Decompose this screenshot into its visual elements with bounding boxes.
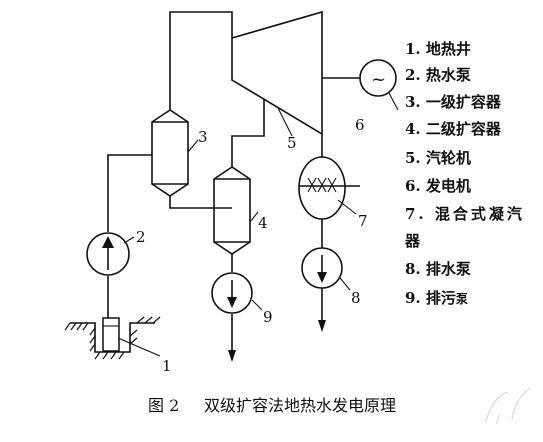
legend-item-4: 4. 二级扩容器	[405, 120, 502, 138]
figure-title: 双级扩容法地热水发电原理	[204, 396, 396, 415]
figure-number: 图 2	[148, 396, 179, 415]
label-1: 1	[162, 357, 172, 375]
steam-turbine	[231, 10, 323, 137]
flash-vessel-stage1	[151, 109, 199, 197]
legend-item-9-main: 9. 排污	[405, 289, 456, 307]
flash-vessel-stage2	[213, 166, 259, 255]
pipe-flash2-steam	[231, 96, 265, 167]
label-8: 8	[351, 289, 361, 307]
pipe-flash1-to-flash2	[169, 196, 232, 209]
blowdown-pump	[211, 272, 263, 314]
legend-item-9: 9. 排污泵	[405, 289, 468, 307]
label-3: 3	[198, 128, 208, 146]
label-4: 4	[258, 214, 268, 232]
faint-watermark-marks	[485, 387, 531, 425]
drain-pump	[301, 247, 351, 291]
label-2: 2	[136, 228, 146, 246]
label-6: 6	[355, 116, 365, 134]
legend-item-8: 8. 排水泵	[405, 260, 471, 278]
generator	[359, 59, 399, 111]
label-7: 7	[358, 212, 368, 230]
label-9: 9	[263, 308, 273, 326]
legend-item-2: 2. 热水泵	[405, 66, 471, 84]
legend-item-3: 3. 一级扩容器	[405, 93, 502, 111]
geothermal-well	[64, 316, 161, 360]
pipe-flash1-steam	[169, 11, 233, 110]
mixing-condenser	[298, 156, 360, 220]
pipe-pump-to-flash1	[107, 154, 152, 232]
legend-item-5: 5. 汽轮机	[405, 149, 471, 167]
legend-item-9-small: 泵	[456, 292, 468, 306]
label-5: 5	[287, 134, 297, 152]
legend-item-6: 6. 发电机	[405, 177, 471, 195]
legend-item-7-line1: 7. 混合式凝汽	[405, 205, 525, 223]
generator-symbol: ~	[371, 69, 386, 90]
hot-water-pump	[86, 232, 135, 276]
legend: 1. 地热井 2. 热水泵 3. 一级扩容器 4. 二级扩容器 5. 汽轮机 6…	[404, 40, 525, 307]
legend-item-1: 1. 地热井	[405, 40, 471, 58]
legend-item-7-line2: 器	[404, 232, 421, 250]
